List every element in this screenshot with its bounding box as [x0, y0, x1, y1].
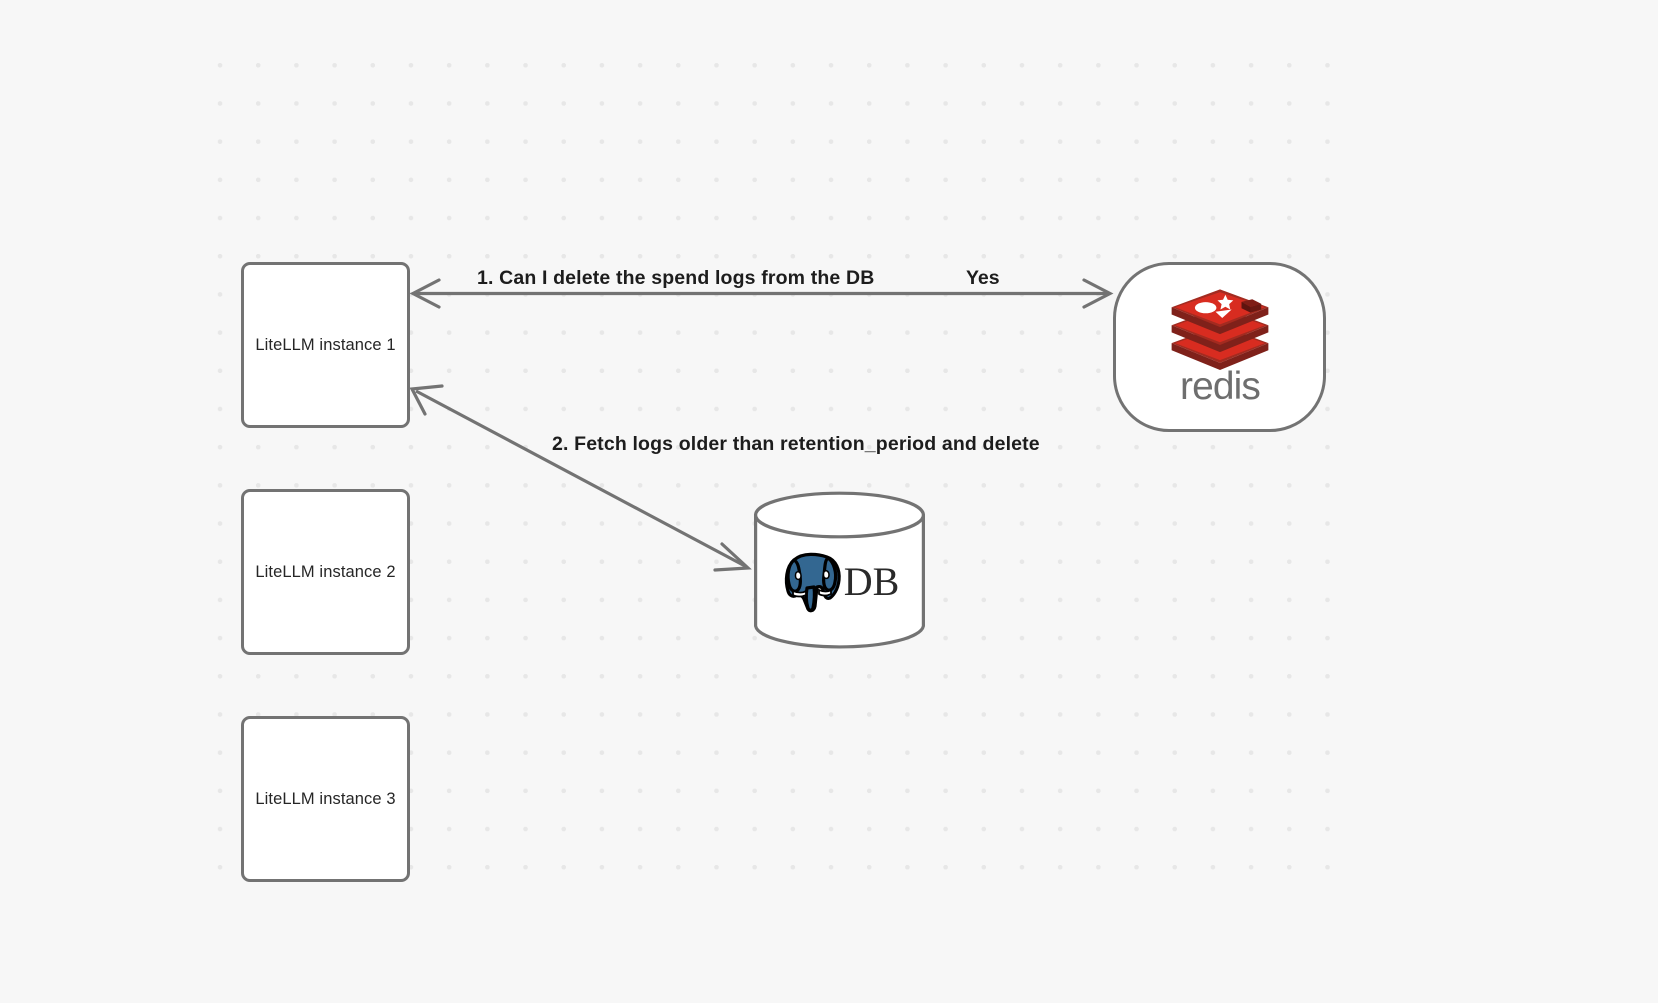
edge-label-2: 2. Fetch logs older than retention_perio… — [552, 433, 1040, 455]
edge-label-yes: Yes — [966, 267, 1000, 289]
postgres-db-node[interactable]: DB — [753, 491, 926, 650]
edge-label-1: 1. Can I delete the spend logs from the … — [477, 267, 875, 289]
litellm-instance-1-label: LiteLLM instance 1 — [255, 335, 396, 354]
grid-mask-left — [0, 0, 200, 1003]
edge-litellm1-db — [409, 384, 752, 572]
grid-mask-right — [1340, 0, 1658, 1003]
litellm-instance-1[interactable]: LiteLLM instance 1 — [241, 262, 410, 428]
litellm-instance-3[interactable]: LiteLLM instance 3 — [241, 716, 410, 882]
litellm-instance-2-label: LiteLLM instance 2 — [255, 562, 396, 581]
litellm-instance-3-label: LiteLLM instance 3 — [255, 789, 396, 808]
litellm-instance-2[interactable]: LiteLLM instance 2 — [241, 489, 410, 655]
redis-wordmark: redis — [1156, 365, 1284, 412]
svg-text:redis: redis — [1179, 368, 1259, 408]
redis-logo-icon — [1166, 284, 1274, 370]
db-label: DB — [843, 559, 900, 604]
postgresql-elephant-icon — [780, 549, 846, 615]
redis-node[interactable]: redis — [1113, 262, 1326, 432]
